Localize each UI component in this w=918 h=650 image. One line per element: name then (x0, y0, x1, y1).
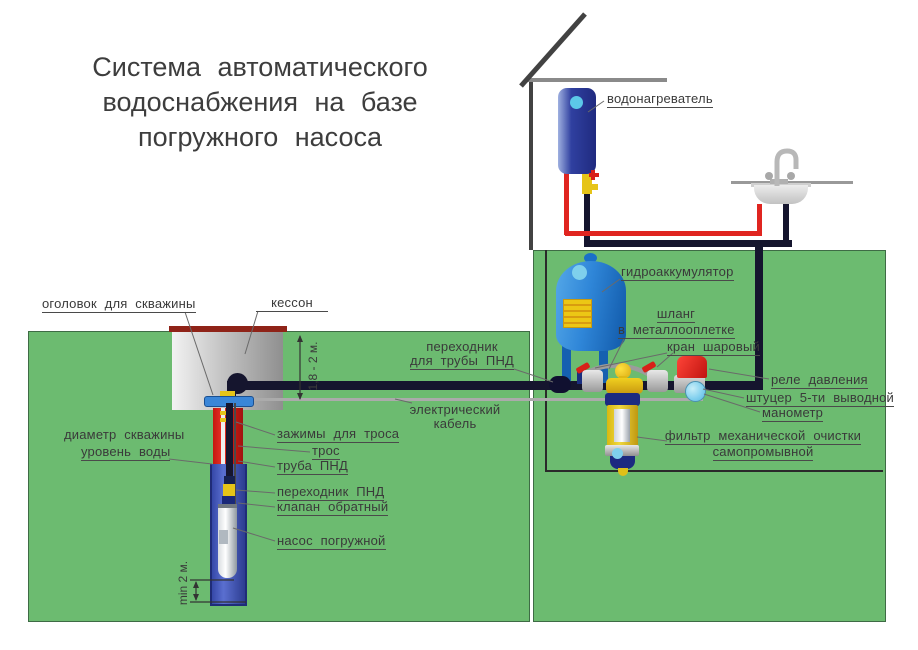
label-cable-clamps: зажимы для троса (277, 426, 400, 443)
hot-pipe-horizontal (565, 231, 762, 236)
tank-sticker (563, 299, 592, 328)
pipe-coupling (224, 476, 235, 486)
house-wall (529, 82, 533, 250)
label-well-diameter: диаметр скважины (64, 427, 185, 442)
label-hose-line1: шланг (656, 306, 696, 323)
pipe-elbow-stub (227, 381, 236, 398)
label-five-way-fitting: штуцер 5-ти выводной (746, 390, 894, 407)
label-hydroaccumulator: гидроаккумулятор (621, 264, 734, 281)
label-pnd-adapter-main: переходник для трубы ПНД (410, 339, 515, 370)
faucet-handle-right (787, 172, 795, 180)
main-pipe-horizontal (238, 381, 763, 390)
label-filter: фильтр механической очистки самопромывно… (663, 429, 863, 461)
electric-cable-line (251, 398, 703, 401)
label-electric-cable-line2: кабель (433, 416, 477, 431)
filter-drain-tip (618, 468, 628, 476)
wellhead-seal (220, 391, 235, 397)
safety-cable (234, 403, 236, 508)
cable-clamp-1 (220, 411, 226, 415)
cold-pipe-sink-riser (783, 202, 789, 244)
faucet-base (770, 179, 788, 184)
basement-wall-line (545, 250, 547, 472)
pnd-adapter-main (549, 376, 571, 393)
ball-valve-2 (647, 370, 668, 392)
heater-safety-valve-handle (589, 173, 599, 177)
dim-caisson-depth: 1,8 - 2 м. (306, 341, 320, 391)
cable-clamp-2 (220, 418, 226, 422)
water-heater-indicator (570, 96, 583, 109)
hot-pipe-heater-down (564, 173, 569, 235)
label-hose: шланг в металлооплетке (618, 306, 735, 339)
label-pressure-relay: реле давления (771, 372, 868, 389)
label-adapter-pnd: переходник ПНД (277, 484, 385, 501)
pnd-adapter-pump (223, 484, 235, 497)
basement-floor-line (545, 470, 883, 472)
pressure-relay (677, 356, 707, 378)
label-water-heater: водонагреватель (607, 91, 713, 108)
ball-valve-1 (582, 370, 603, 392)
manometer-gauge (685, 381, 706, 402)
filter-indicator (612, 448, 623, 459)
house-eave (527, 78, 667, 82)
label-water-level: уровень воды (81, 444, 171, 461)
well-casing-gap (221, 408, 225, 464)
label-pnd-adapter-line2: для трубы ПНД (410, 353, 515, 370)
pump-label-plate (219, 530, 228, 544)
dim-pump-min-depth: min 2 м. (176, 560, 190, 606)
heater-fitting-stub (591, 184, 598, 190)
manifold-tee-body (606, 378, 643, 394)
label-cable: трос (312, 443, 340, 460)
label-hose-line2: в металлооплетке (618, 322, 735, 339)
label-check-valve: клапан обратный (277, 499, 389, 516)
label-submersible-pump: насос погружной (277, 533, 386, 550)
tank-leg-left (562, 343, 571, 383)
tank-nipple (584, 253, 597, 263)
main-pipe-riser (755, 241, 763, 388)
label-filter-line1: фильтр механической очистки (664, 428, 862, 445)
label-electric-cable: электрический кабель (402, 403, 508, 431)
filter-head (605, 393, 640, 406)
cold-pipe-horizontal (584, 240, 792, 247)
label-wellhead: оголовок для скважины (42, 296, 196, 313)
sink-bowl (754, 185, 808, 204)
hot-pipe-sink-riser (757, 204, 762, 235)
cold-pipe-heater-down (584, 193, 590, 245)
label-pipe-pnd: труба ПНД (277, 458, 349, 475)
heater-fitting (582, 174, 592, 194)
filter-cartridge (614, 409, 630, 442)
label-electric-cable-line1: электрический (409, 402, 501, 417)
label-manometer: манометр (762, 405, 824, 422)
page-title: Система автоматического водоснабжения на… (92, 52, 428, 152)
pump-cap (218, 504, 237, 509)
caisson-cap (169, 326, 287, 332)
label-ball-valve: кран шаровый (667, 339, 760, 356)
label-caisson: кессон (256, 296, 328, 312)
tank-valve-cap (572, 265, 587, 280)
label-pnd-adapter-line1: переходник (426, 339, 498, 354)
roof-line (519, 12, 587, 88)
drop-pipe-pnd (226, 403, 233, 478)
label-filter-line2: самопромывной (712, 444, 814, 461)
